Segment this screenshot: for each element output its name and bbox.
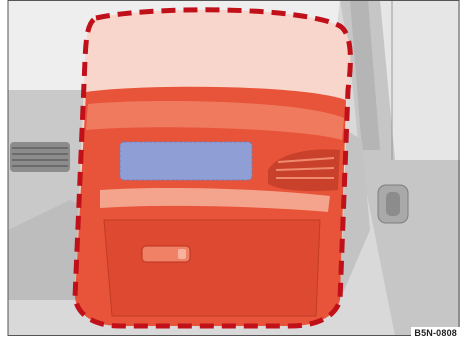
passenger-airbag-panel <box>120 142 252 180</box>
glovebox-latch <box>178 249 186 259</box>
left-air-vent <box>10 142 70 172</box>
door-handle-grip <box>386 192 400 216</box>
figure-reference-code: B5N-0808 <box>411 327 460 339</box>
glovebox <box>104 220 320 316</box>
airbag-deployment-zone <box>75 10 350 326</box>
